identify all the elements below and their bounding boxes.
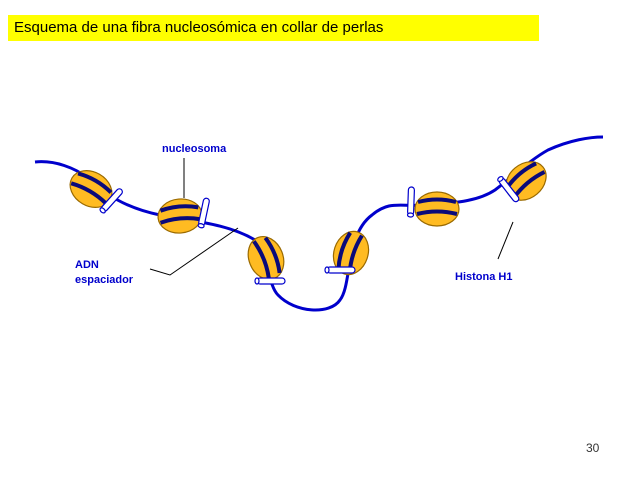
page-number: 30 bbox=[586, 441, 600, 455]
histone-h1-label: Histona H1 bbox=[455, 271, 513, 283]
histone-h1-leader-line bbox=[497, 221, 514, 260]
nucleosome-6 bbox=[496, 151, 556, 211]
slide-title: Esquema de una fibra nucleosómica en col… bbox=[8, 15, 539, 41]
nucleosome-2 bbox=[154, 195, 206, 237]
histone-h1-3 bbox=[254, 277, 286, 285]
nucleosome-label: nucleosoma bbox=[162, 143, 227, 155]
linker-dna-leader-line bbox=[149, 227, 239, 276]
histone-h1-4 bbox=[324, 266, 356, 274]
histone-h1-5 bbox=[406, 186, 416, 218]
linker-dna-label-line1: ADN bbox=[75, 259, 99, 271]
nucleosome-5 bbox=[413, 190, 461, 228]
nucleosome-3 bbox=[239, 229, 293, 287]
linker-dna-label-line2: espaciador bbox=[75, 274, 134, 286]
